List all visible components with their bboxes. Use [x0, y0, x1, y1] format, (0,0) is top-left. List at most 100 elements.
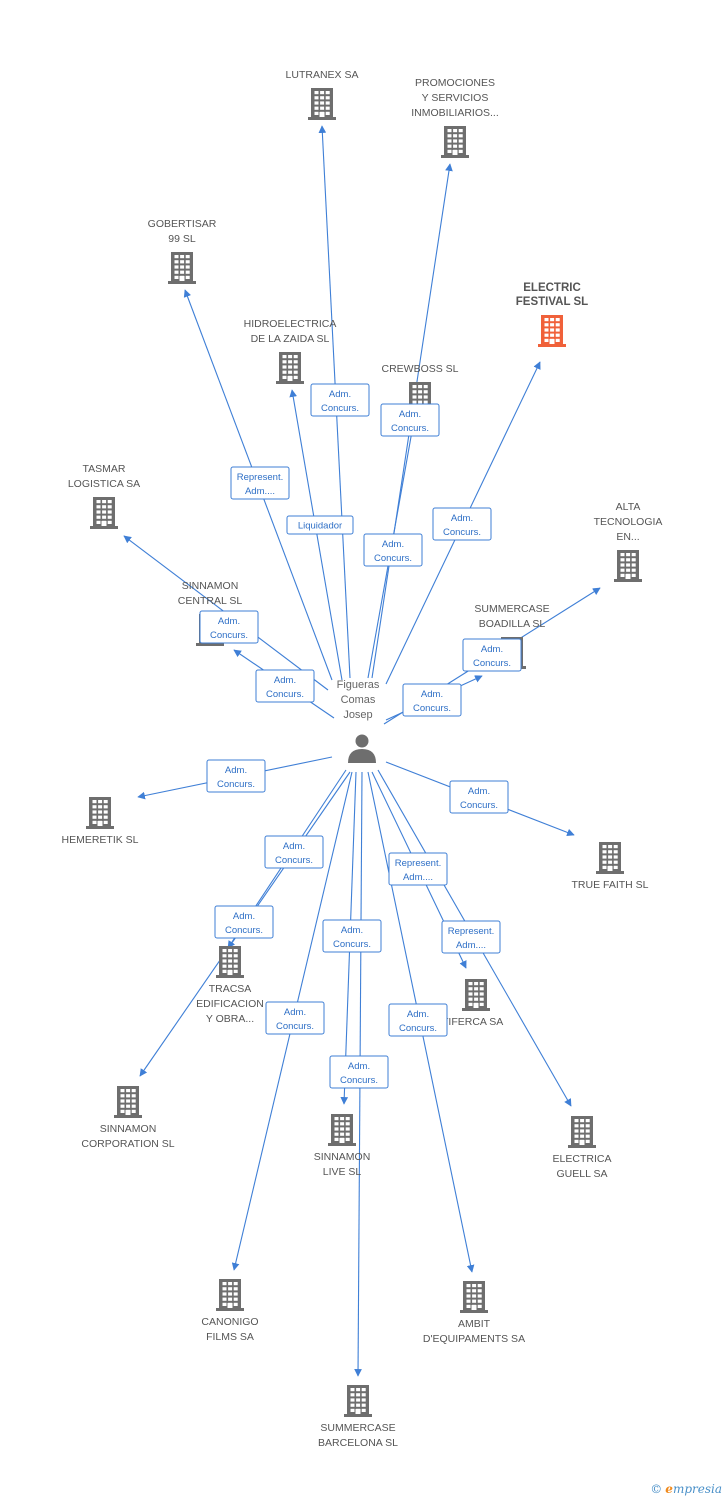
relation-label: Adm. [274, 675, 296, 686]
company-name: Y SERVICIOS [422, 92, 489, 104]
building-icon [538, 315, 566, 347]
company-name: SUMMERCASE [320, 1422, 395, 1434]
relation-badge-ambit[interactable]: Adm.Concurs. [388, 1003, 448, 1037]
relation-label: Adm. [341, 925, 363, 936]
relation-badge-lutranex[interactable]: Adm.Concurs. [310, 383, 370, 417]
relation-badge-crewboss[interactable]: Adm.Concurs. [363, 533, 423, 567]
relation-badge-gobertisar[interactable]: Represent.Adm.... [230, 466, 290, 500]
relation-label: Adm. [407, 1009, 429, 1020]
company-node-tracsa[interactable]: TRACSA EDIFICACION Y OBRA... [196, 946, 264, 1025]
relation-badge-box [462, 638, 522, 672]
building-icon [276, 352, 304, 384]
company-name: Y OBRA... [206, 1013, 254, 1025]
company-name: ELECTRIC [523, 282, 581, 294]
relation-badge-box [441, 920, 501, 954]
relation-label: Concurs. [460, 800, 498, 811]
company-name: CANONIGO [201, 1316, 258, 1328]
building-icon [168, 252, 196, 284]
relation-label: Represent. [395, 858, 441, 869]
relation-badge-sinnamon-live[interactable]: Adm.Concurs. [322, 919, 382, 953]
company-name: TECNOLOGIA [594, 516, 663, 528]
company-name: EDIFICACION [196, 998, 264, 1010]
relation-label: Concurs. [473, 658, 511, 669]
company-node-summercase-barcelona[interactable]: SUMMERCASE BARCELONA SL [318, 1385, 398, 1449]
company-name: BARCELONA SL [318, 1437, 398, 1449]
building-icon [344, 1385, 372, 1417]
relation-badge-summercase-boadilla[interactable]: Adm.Concurs. [402, 683, 462, 717]
company-node-electric-festival[interactable]: ELECTRIC FESTIVAL SL [516, 282, 588, 347]
company-name: TRUE FAITH SL [571, 879, 648, 891]
relation-label: Adm.... [456, 940, 486, 951]
relation-label: Concurs. [276, 1021, 314, 1032]
relation-badge-box [432, 507, 492, 541]
company-name: TRACSA [209, 983, 252, 995]
relation-label: Concurs. [266, 689, 304, 700]
relation-badge-box [329, 1055, 389, 1089]
relation-badge-true-faith[interactable]: Adm.Concurs. [449, 780, 509, 814]
relation-badge-sinnamon-central[interactable]: Adm. Concurs. [255, 669, 315, 703]
relation-badge-hidroelectrica[interactable]: Liquidador [286, 515, 354, 535]
relation-badge-tracsa[interactable]: Adm.Concurs. [264, 835, 324, 869]
company-node-tiferca[interactable]: TIFERCA SA [442, 979, 503, 1028]
relation-badge-box [255, 669, 315, 703]
relation-label: Concurs. [225, 925, 263, 936]
company-name: PROMOCIONES [415, 77, 495, 89]
building-icon [328, 1114, 356, 1146]
brand-logo-initial: e [665, 1482, 673, 1496]
building-icon [460, 1281, 488, 1313]
building-icon [308, 88, 336, 120]
building-icon [596, 842, 624, 874]
company-name: D'EQUIPAMENTS SA [423, 1333, 525, 1345]
relation-badge-electric-festival[interactable]: Adm.Concurs. [432, 507, 492, 541]
brand-logo-name: mpresia [672, 1482, 722, 1496]
company-name: SINNAMON [182, 580, 239, 592]
copyright-symbol: © [650, 1482, 663, 1496]
relation-label: Represent. [237, 472, 283, 483]
relation-badge-summercase-barcelona[interactable]: Adm.Concurs. [329, 1055, 389, 1089]
company-name: ALTA [616, 501, 641, 513]
company-name: FESTIVAL SL [516, 296, 588, 308]
building-icon [90, 497, 118, 529]
relation-label: Concurs. [275, 855, 313, 866]
relation-badge-sinnamon-corporation[interactable]: Adm. Concurs. [214, 905, 274, 939]
relation-badge-alta-tecnologia[interactable]: Adm.Concurs. [462, 638, 522, 672]
company-node-lutranex[interactable]: LUTRANEX SA [286, 69, 359, 120]
company-name: LIVE SL [323, 1166, 362, 1178]
relation-label: Adm. [348, 1061, 370, 1072]
person-name: Josep [343, 709, 372, 721]
relation-badge-tiferca[interactable]: Represent.Adm.... [388, 852, 448, 886]
building-icon [568, 1116, 596, 1148]
relation-label: Concurs. [391, 423, 429, 434]
building-icon [614, 550, 642, 582]
relation-badge-box [310, 383, 370, 417]
relation-badge-electrica-guell[interactable]: Represent.Adm.... [441, 920, 501, 954]
relation-badge-promociones[interactable]: Adm.Concurs. [380, 403, 440, 437]
relation-label: Concurs. [217, 779, 255, 790]
relation-badge-canonigo[interactable]: Adm.Concurs. [265, 1001, 325, 1035]
relation-label: Adm. [225, 765, 247, 776]
building-icon [114, 1086, 142, 1118]
company-node-alta-tecnologia[interactable]: ALTA TECNOLOGIA EN... [594, 501, 663, 582]
company-name: EN... [616, 531, 639, 543]
relation-badge-hemeretik[interactable]: Adm. Concurs. [206, 759, 266, 793]
footer-brand[interactable]: ©empresia [650, 1482, 722, 1496]
company-node-hemeretik[interactable]: HEMERETIK SL [61, 797, 139, 846]
company-name: HEMERETIK SL [61, 834, 138, 846]
relation-label: Adm. [421, 689, 443, 700]
person-name: Comas [341, 694, 376, 706]
company-node-true-faith[interactable]: TRUE FAITH SL [571, 842, 649, 891]
relation-badge-tasmar[interactable]: Adm.Concurs. [199, 610, 259, 644]
relation-badge-box [214, 905, 274, 939]
company-name: GOBERTISAR [148, 218, 217, 230]
relation-label: Adm. [233, 911, 255, 922]
